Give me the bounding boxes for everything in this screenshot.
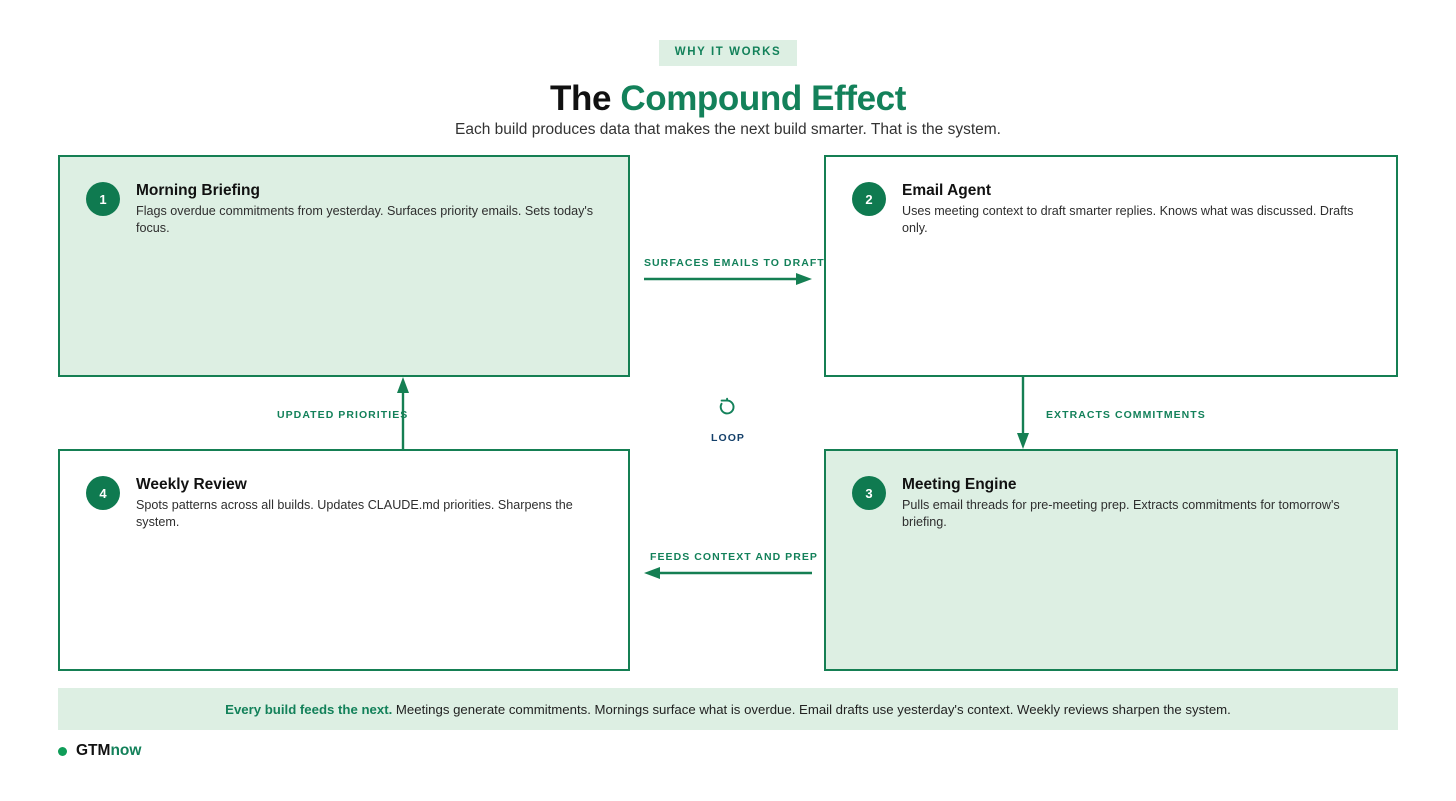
card-description: Spots patterns across all builds. Update… [136, 498, 573, 529]
page-title-plain: The [550, 79, 621, 118]
card-row: 4 Weekly Review Spots patterns across al… [86, 475, 602, 530]
connector-label-updated-priorities: UPDATED PRIORITIES [277, 409, 409, 421]
brand-name-accent: now [110, 742, 142, 759]
brand-logo[interactable]: GTMnow [58, 742, 141, 760]
eyebrow-wrap: WHY IT WORKS [0, 40, 1456, 66]
card-weekly-review[interactable]: 4 Weekly Review Spots patterns across al… [58, 449, 630, 671]
page-subtitle: Each build produces data that makes the … [455, 121, 1001, 138]
connector-label-feeds-context: FEEDS CONTEXT AND PREP [650, 551, 818, 563]
card-text: Meeting Engine Pulls email threads for p… [902, 475, 1370, 530]
card-text: Morning Briefing Flags overdue commitmen… [136, 181, 602, 236]
step-number-badge: 1 [86, 182, 120, 216]
step-number-badge: 4 [86, 476, 120, 510]
card-meeting-engine[interactable]: 3 Meeting Engine Pulls email threads for… [824, 449, 1398, 671]
card-morning-briefing[interactable]: 1 Morning Briefing Flags overdue commitm… [58, 155, 630, 377]
green-dot-icon [58, 746, 67, 756]
loop-icon [694, 396, 762, 426]
card-title: Morning Briefing [136, 182, 260, 199]
card-title: Email Agent [902, 182, 991, 199]
connector-label-extracts-commitments: EXTRACTS COMMITMENTS [1046, 409, 1206, 421]
summary-lead: Every build feeds the next. [225, 701, 393, 717]
brand-name: GTMnow [76, 742, 141, 760]
card-email-agent[interactable]: 2 Email Agent Uses meeting context to dr… [824, 155, 1398, 377]
summary-banner-text: Every build feeds the next. Meetings gen… [225, 701, 1231, 718]
card-text: Weekly Review Spots patterns across all … [136, 475, 602, 530]
section-eyebrow-badge: WHY IT WORKS [658, 40, 798, 66]
connector-arrow-down-right [1017, 377, 1029, 449]
page-title-accent: Compound Effect [620, 79, 906, 118]
card-row: 2 Email Agent Uses meeting context to dr… [852, 181, 1370, 236]
brand-name-plain: GTM [76, 742, 111, 759]
card-title: Weekly Review [136, 476, 247, 493]
step-number-badge: 2 [852, 182, 886, 216]
summary-banner: Every build feeds the next. Meetings gen… [58, 688, 1398, 730]
step-number-badge: 3 [852, 476, 886, 510]
card-description: Uses meeting context to draft smarter re… [902, 204, 1354, 235]
loop-label: LOOP [711, 432, 745, 444]
card-row: 1 Morning Briefing Flags overdue commitm… [86, 181, 602, 236]
card-text: Email Agent Uses meeting context to draf… [902, 181, 1370, 236]
connector-arrow-left-bottom [644, 567, 812, 579]
connector-arrow-right-top [644, 273, 812, 285]
page-title: The Compound Effect [0, 78, 1456, 120]
card-title: Meeting Engine [902, 476, 1017, 493]
connector-label-surfaces-emails: SURFACES EMAILS TO DRAFT [644, 257, 825, 269]
card-description: Flags overdue commitments from yesterday… [136, 204, 594, 235]
connector-arrow-up-left [397, 377, 409, 449]
loop-indicator: LOOP [694, 396, 762, 444]
card-row: 3 Meeting Engine Pulls email threads for… [852, 475, 1370, 530]
card-description: Pulls email threads for pre-meeting prep… [902, 498, 1340, 529]
summary-rest: Meetings generate commitments. Mornings … [392, 701, 1231, 717]
